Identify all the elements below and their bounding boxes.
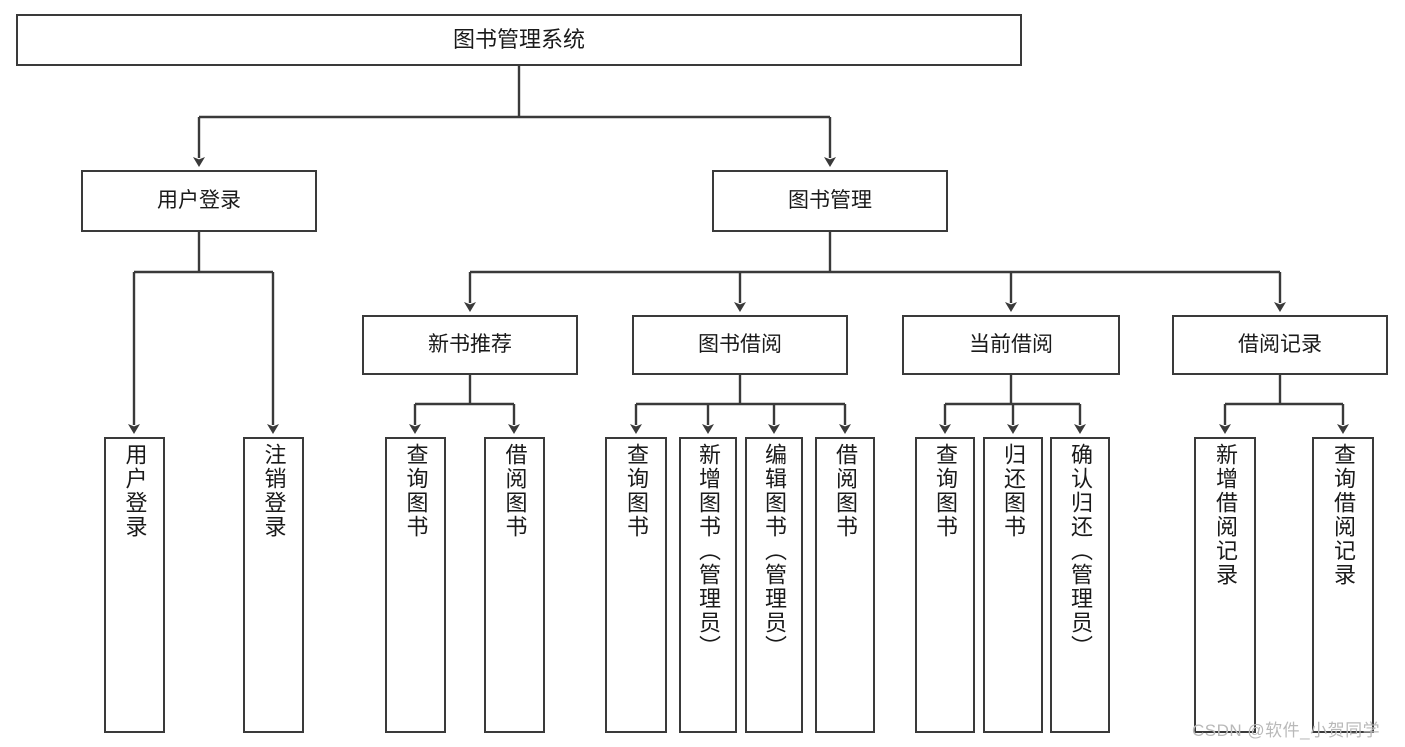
leaf-edit-book-admin[interactable]: 编辑图书（管理员） bbox=[745, 437, 803, 733]
node-book-manage[interactable]: 图书管理 bbox=[712, 170, 948, 232]
node-borrow-record[interactable]: 借阅记录 bbox=[1172, 315, 1388, 375]
leaf-add-borrow-record[interactable]: 新增借阅记录 bbox=[1194, 437, 1256, 733]
leaf-query-borrow-record[interactable]: 查询借阅记录 bbox=[1312, 437, 1374, 733]
node-new-book-recommend-label: 新书推荐 bbox=[428, 332, 512, 356]
node-user-login[interactable]: 用户登录 bbox=[81, 170, 317, 232]
leaf-query-book-2[interactable]: 查询图书 bbox=[605, 437, 667, 733]
leaf-user-login-label: 用户登录 bbox=[122, 443, 148, 539]
leaf-confirm-return-admin-label: 确认归还（管理员） bbox=[1068, 443, 1093, 659]
leaf-query-borrow-record-label: 查询借阅记录 bbox=[1331, 443, 1356, 587]
node-book-manage-label: 图书管理 bbox=[788, 188, 872, 212]
leaf-edit-book-admin-label: 编辑图书（管理员） bbox=[762, 443, 787, 659]
node-root-label: 图书管理系统 bbox=[452, 27, 585, 53]
leaf-query-book-3-label: 查询图书 bbox=[933, 443, 958, 539]
csdn-watermark: CSDN @软件_小贺同学 bbox=[1192, 721, 1381, 740]
leaf-borrow-book-1[interactable]: 借阅图书 bbox=[484, 437, 545, 733]
leaf-add-borrow-record-label: 新增借阅记录 bbox=[1213, 443, 1238, 587]
leaf-query-book-1-label: 查询图书 bbox=[403, 443, 429, 539]
node-root[interactable]: 图书管理系统 bbox=[16, 14, 1022, 66]
leaf-return-book-label: 归还图书 bbox=[1001, 443, 1026, 539]
leaf-add-book-admin[interactable]: 新增图书（管理员） bbox=[679, 437, 737, 733]
node-user-login-label: 用户登录 bbox=[157, 188, 241, 212]
node-borrow-record-label: 借阅记录 bbox=[1238, 332, 1322, 356]
leaf-borrow-book-2-label: 借阅图书 bbox=[833, 443, 858, 539]
leaf-confirm-return-admin[interactable]: 确认归还（管理员） bbox=[1050, 437, 1110, 733]
leaf-logout-login[interactable]: 注销登录 bbox=[243, 437, 304, 733]
leaf-logout-login-label: 注销登录 bbox=[261, 443, 287, 539]
node-current-borrow-label: 当前借阅 bbox=[969, 332, 1053, 356]
leaf-add-book-admin-label: 新增图书（管理员） bbox=[696, 443, 721, 659]
node-book-borrow-label: 图书借阅 bbox=[698, 332, 782, 356]
leaf-query-book-1[interactable]: 查询图书 bbox=[385, 437, 446, 733]
leaf-borrow-book-1-label: 借阅图书 bbox=[502, 443, 528, 539]
leaf-user-login[interactable]: 用户登录 bbox=[104, 437, 165, 733]
node-book-borrow[interactable]: 图书借阅 bbox=[632, 315, 848, 375]
leaf-query-book-2-label: 查询图书 bbox=[624, 443, 649, 539]
node-current-borrow[interactable]: 当前借阅 bbox=[902, 315, 1120, 375]
leaf-borrow-book-2[interactable]: 借阅图书 bbox=[815, 437, 875, 733]
leaf-query-book-3[interactable]: 查询图书 bbox=[915, 437, 975, 733]
node-new-book-recommend[interactable]: 新书推荐 bbox=[362, 315, 578, 375]
leaf-return-book[interactable]: 归还图书 bbox=[983, 437, 1043, 733]
